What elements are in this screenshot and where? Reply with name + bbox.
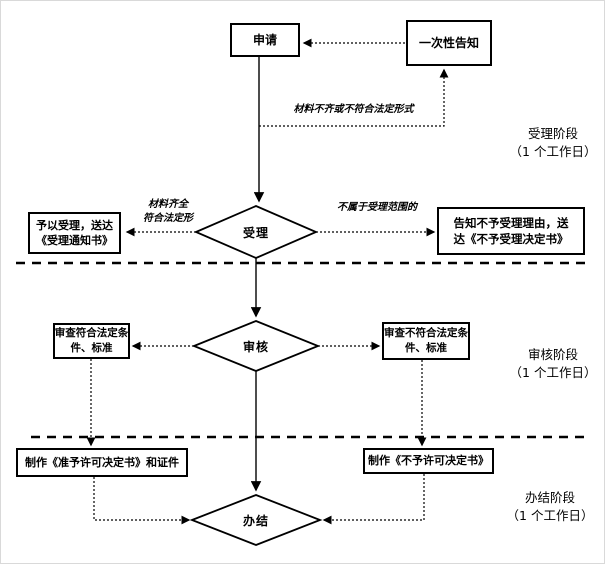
grant-acceptance-line1: 予以受理，送达 [36, 218, 113, 232]
grant-acceptance-box: 予以受理，送达 《受理通知书》 [28, 212, 121, 254]
review-pass-box: 审查符合法定条 件、标准 [53, 323, 130, 359]
materials-ok-line1: 材料齐全 [148, 199, 188, 210]
make-license-box: 制作《准予许可决定书》和证件 [16, 448, 188, 477]
grant-acceptance-line2: 《受理通知书》 [36, 234, 113, 247]
review-pass-line1: 审查符合法定条 [54, 327, 129, 340]
review-pass-line2: 件、标准 [70, 342, 113, 354]
accept-diamond [193, 205, 319, 259]
reject-acceptance-line2: 达《不予受理决定书》 [453, 232, 569, 246]
reject-acceptance-box: 告知不予受理理由，送 达《不予受理决定书》 [437, 207, 585, 255]
arrow-denial-to-complete [322, 474, 425, 525]
review-fail-box: 审查不符合法定条 件、标准 [382, 322, 470, 360]
stage-label-review: 审核阶段 （1 个工作日） [504, 346, 602, 382]
stage-2-duration: （1 个工作日） [509, 365, 597, 380]
make-denial-label: 制作《不予许可决定书》 [368, 454, 489, 468]
review-fail-line1: 审查不符合法定条 [384, 327, 468, 340]
stage-2-name: 审核阶段 [527, 347, 578, 362]
stage-3-duration: （1 个工作日） [506, 508, 594, 523]
one-time-notice-box: 一次性告知 [406, 20, 492, 66]
materials-incomplete-label: 材料不齐或不符合法定形式 [293, 104, 414, 115]
review-diamond [191, 320, 321, 372]
stage-label-acceptance: 受理阶段 （1 个工作日） [504, 125, 602, 161]
make-denial-box: 制作《不予许可决定书》 [363, 448, 494, 474]
materials-ok-label: 材料齐全 符合法定形 [131, 198, 205, 226]
make-license-label: 制作《准予许可决定书》和证件 [25, 455, 179, 469]
complete-diamond [189, 494, 323, 546]
arrow-incomplete-to-notice [259, 68, 449, 127]
apply-box: 申请 [230, 23, 300, 57]
accept-diamond-label: 受理 [242, 225, 269, 240]
stage-1-name: 受理阶段 [527, 126, 578, 141]
review-diamond-label: 审核 [242, 339, 269, 354]
reject-acceptance-line1: 告知不予受理理由，送 [453, 215, 569, 230]
apply-label: 申请 [252, 32, 277, 47]
one-time-notice-label: 一次性告知 [418, 35, 479, 50]
complete-diamond-label: 办结 [242, 513, 269, 528]
review-fail-line2: 件、标准 [405, 342, 447, 354]
stage-label-completion: 办结阶段 （1 个工作日） [501, 489, 599, 525]
stage-3-name: 办结阶段 [524, 490, 575, 505]
not-in-scope-label: 不属于受理范围的 [337, 202, 417, 213]
arrow-license-to-complete [93, 477, 191, 525]
stage-1-duration: （1 个工作日） [509, 144, 597, 159]
materials-ok-line2: 符合法定形 [143, 213, 193, 224]
